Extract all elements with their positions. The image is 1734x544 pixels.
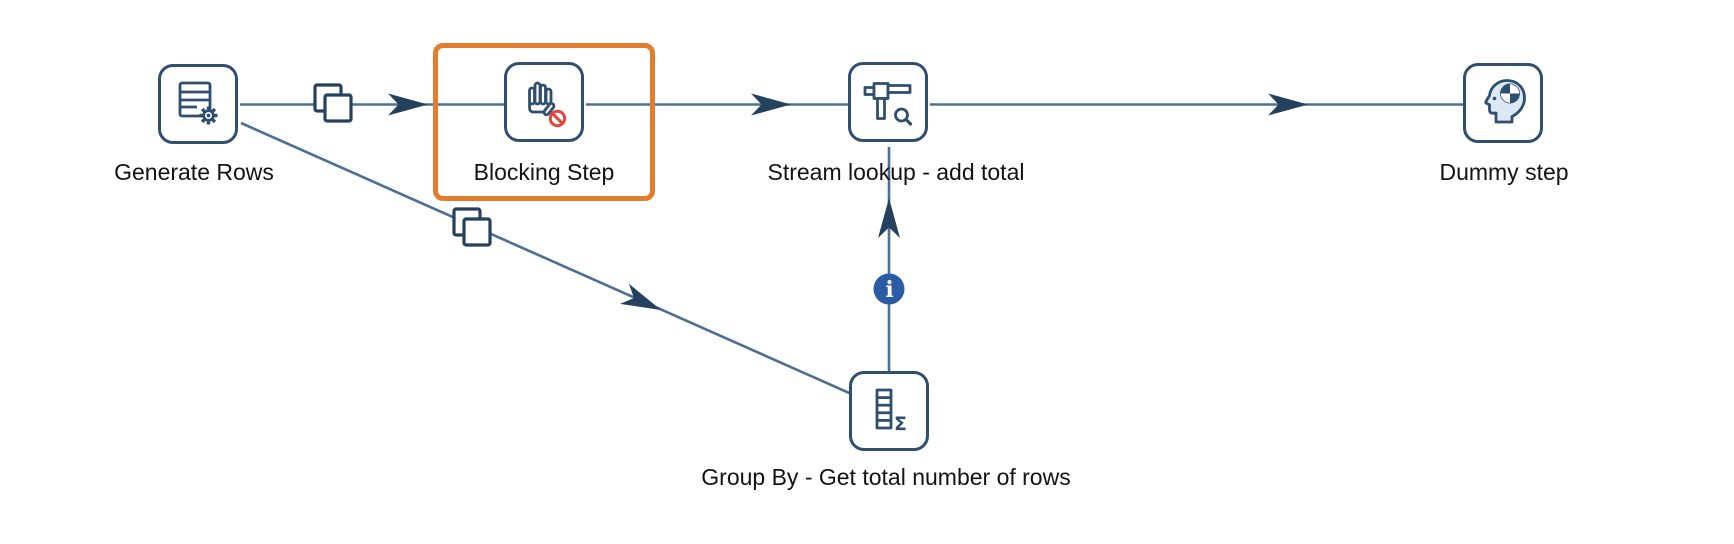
step-dummy-step[interactable] [1463, 63, 1543, 143]
step-blocking-step[interactable] [504, 62, 584, 142]
info-icon: i [885, 277, 893, 303]
pipe-vertical [876, 97, 886, 120]
hop-arrowhead [751, 93, 791, 116]
tee-pipe-search-icon [863, 82, 913, 126]
step-label-dummy-step: Dummy step [1439, 159, 1569, 185]
step-label-blocking-step: Blocking Step [473, 159, 615, 185]
hop-arrowhead [388, 93, 428, 116]
step-label-group-by: Group By - Get total number of rows [701, 464, 1071, 490]
head-eye-dot [1492, 96, 1497, 101]
copy-data-badge[interactable] [313, 83, 353, 123]
sigma-icon: Σ [894, 413, 907, 435]
hop-generate-rows-to-blocking-step[interactable] [240, 83, 506, 123]
prohibition-icon [548, 109, 567, 128]
pipe-junction [872, 82, 890, 100]
rows-sigma-icon: Σ [875, 388, 907, 435]
hop-blocking-step-to-stream-lookup[interactable] [586, 93, 850, 116]
hop-line[interactable] [240, 121, 857, 398]
hop-generate-rows-to-group-by[interactable] [240, 121, 857, 398]
step-generate-rows[interactable] [158, 64, 238, 144]
highlight-box [433, 43, 655, 201]
copy-data-badge[interactable] [452, 207, 492, 247]
head-target-icon [1484, 79, 1526, 124]
target-circle-icon [1500, 83, 1520, 104]
step-group-by[interactable]: Σ [849, 371, 929, 451]
gear-icon [199, 106, 218, 125]
hop-arrowhead [1268, 93, 1308, 116]
copy-badge-front-square [323, 93, 353, 123]
hop-stream-lookup-to-dummy-step[interactable] [930, 93, 1465, 116]
column-shape [875, 388, 893, 430]
copy-badge-front-square [462, 217, 492, 247]
hand-thumb [542, 102, 556, 117]
step-label-stream-lookup: Stream lookup - add total [767, 159, 1025, 185]
info-stream-badge[interactable]: i [873, 273, 905, 305]
hop-arrowhead [619, 283, 661, 310]
hop-arrowhead [878, 198, 900, 238]
table-rows-gear-icon [178, 81, 218, 125]
pipe-horizontal [886, 84, 912, 94]
magnifier-icon [894, 107, 913, 126]
info-badge-circle [873, 273, 905, 305]
step-stream-lookup[interactable] [848, 62, 928, 142]
hop-group-by-to-stream-lookup[interactable]: i [873, 147, 905, 373]
step-label-generate-rows: Generate Rows [114, 159, 274, 185]
blocking-hand-icon [528, 81, 567, 128]
